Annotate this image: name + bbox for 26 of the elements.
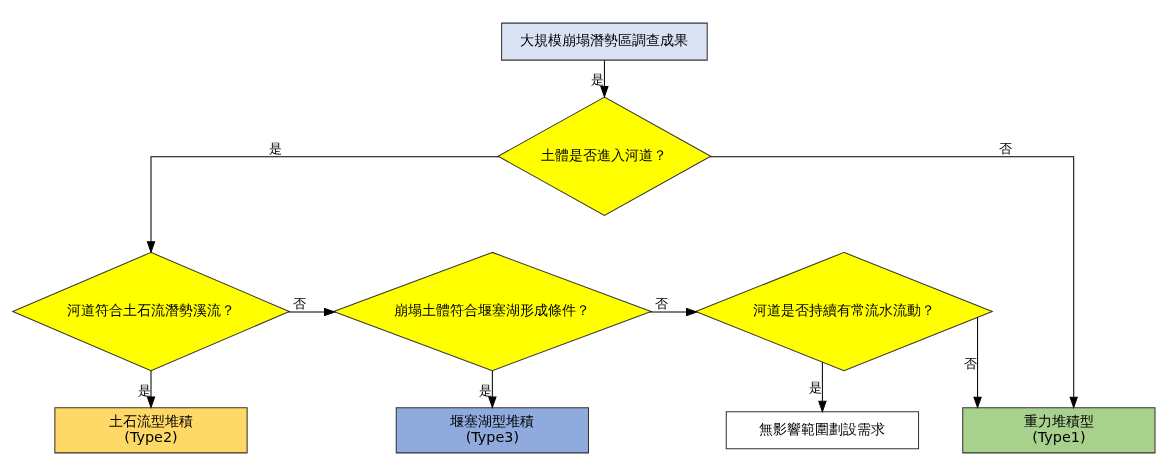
node-diamond: 崩塌土體符合堰塞湖形成條件？ — [332, 251, 653, 372]
arrow — [488, 370, 497, 409]
arrow — [818, 361, 827, 414]
edge-label: 否 — [293, 296, 307, 312]
node-box: 土石流型堆積 (Type2) — [54, 407, 248, 454]
edge-label: 否 — [655, 296, 669, 312]
arrow — [709, 156, 1079, 409]
arrow — [146, 156, 500, 254]
node-diamond: 河道符合土石流潛勢溪流？ — [11, 251, 291, 372]
arrow — [649, 307, 699, 317]
node-box: 堰塞湖型堆積 (Type3) — [395, 407, 589, 454]
arrow — [287, 307, 337, 317]
arrow — [146, 370, 156, 409]
edge-label: 是 — [269, 141, 283, 157]
arrow — [973, 317, 982, 410]
node-box: 重力堆積型 (Type1) — [962, 407, 1156, 454]
node-box: 大規模崩塌潛勢區調查成果 — [501, 22, 708, 61]
node-diamond: 土體是否進入河道？ — [497, 96, 712, 216]
edge-label: 是 — [591, 72, 605, 88]
arrow — [600, 60, 609, 99]
edge-label: 否 — [964, 356, 978, 372]
edge-label: 是 — [809, 380, 823, 396]
edge-label: 否 — [998, 141, 1012, 157]
edge-label: 是 — [137, 382, 151, 398]
node-box: 無影響範圍劃設需求 — [725, 411, 920, 450]
edge-label: 是 — [479, 382, 493, 398]
